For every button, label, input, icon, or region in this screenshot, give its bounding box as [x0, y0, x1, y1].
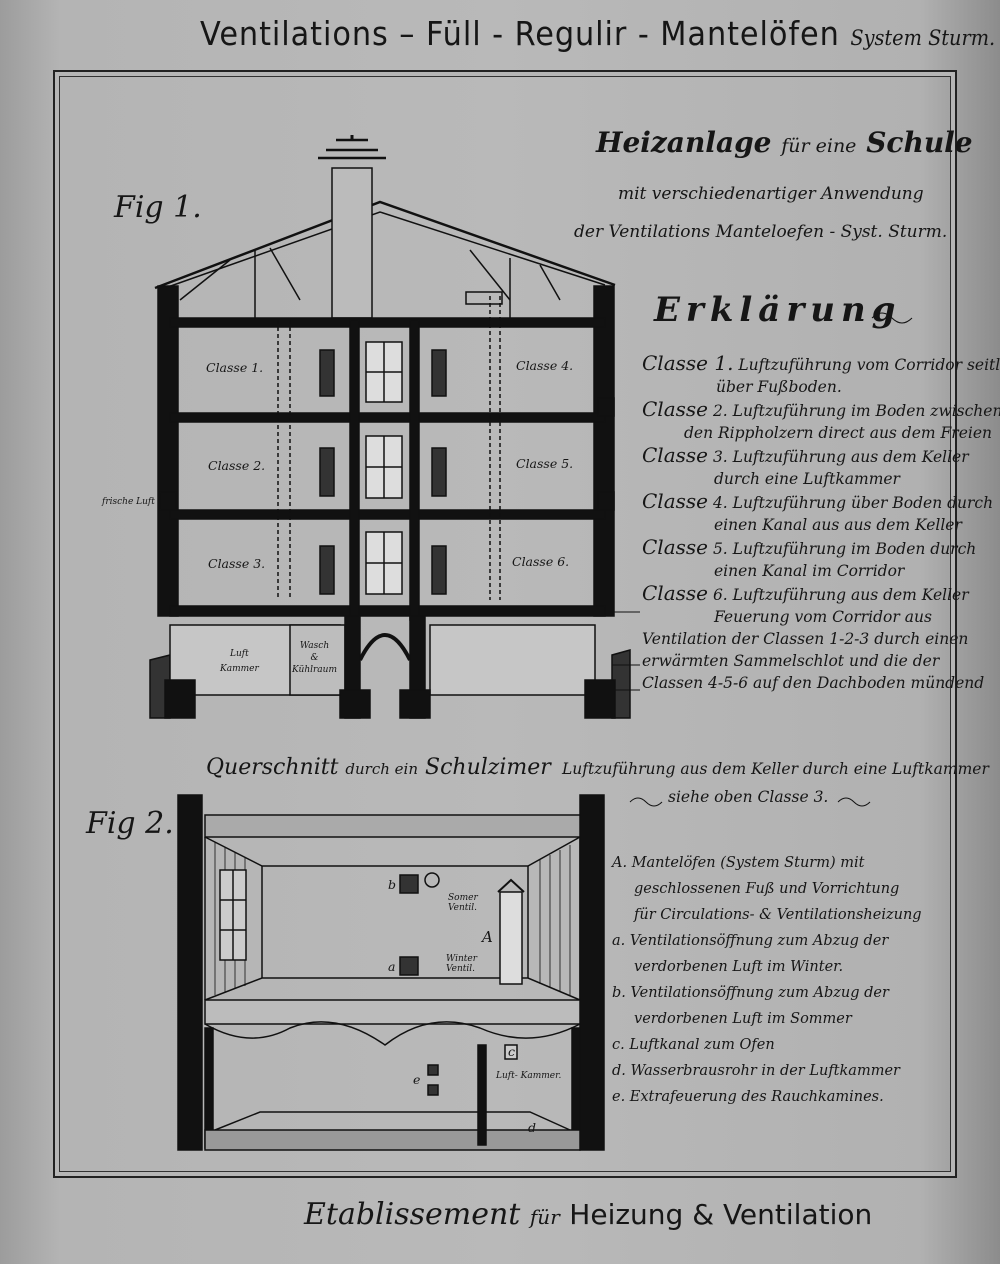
fig2-room-section: [177, 794, 605, 1151]
mark-A: A: [482, 928, 493, 946]
legend-line: geschlossenen Fuß und Vorrichtung: [634, 881, 900, 897]
section-title: Querschnitt durch ein Schulzimer: [206, 755, 551, 780]
mark-b: b: [388, 877, 397, 892]
room-label-classe-3: Classe 3.: [208, 556, 266, 571]
legend-line: e. Extrafeuerung des Rauchkamines.: [612, 1089, 884, 1105]
explanation-line: Classen 4-5-6 auf den Dachboden mündend: [642, 674, 985, 692]
legend-line: a. Ventilationsöffnung zum Abzug der: [612, 933, 889, 949]
plate-frame: [53, 70, 957, 1178]
explanation-line: Classe 6. Luftzuführung aus dem Keller: [642, 581, 969, 605]
fresh-air-label: frische Luft: [102, 497, 155, 507]
explanation-line: Ventilation der Classen 1-2-3 durch eine…: [642, 630, 969, 648]
heading-line-3: der Ventilations Manteloefen - Syst. Stu…: [574, 222, 948, 242]
footer-line: Etablissement für Heizung & Ventilation: [304, 1197, 873, 1232]
section-see-note: siehe oben Classe 3.: [668, 788, 829, 806]
fig2-legend: A. Mantelöfen (System Sturm) mit geschlo…: [612, 850, 922, 1110]
explanation-line: Classe 5. Luftzuführung im Boden durch: [642, 535, 977, 559]
legend-line: b. Ventilationsöffnung zum Abzug der: [612, 985, 889, 1001]
explanation-list: Classe 1. Luftzuführung vom Corridor sei…: [642, 352, 1000, 694]
legend-line: d. Wasserbrausrohr in der Luftkammer: [612, 1063, 900, 1079]
room-label-classe-1: Classe 1.: [206, 360, 264, 375]
legend-line: verdorbenen Luft im Sommer: [634, 1011, 852, 1027]
mark-a: a: [388, 959, 396, 974]
explanation-line: Classe 2. Luftzuführung im Boden zwische…: [642, 397, 1000, 421]
mark-d: d: [528, 1120, 537, 1135]
plate-subtitle: System Sturm.: [850, 26, 996, 50]
legend-line: A. Mantelöfen (System Sturm) mit: [612, 855, 865, 871]
explanation-line: Classe 1. Luftzuführung vom Corridor sei…: [642, 351, 1000, 375]
explanation-line: den Rippholzern direct aus dem Freien: [684, 424, 992, 442]
legend-line: für Circulations- & Ventilationsheizung: [634, 907, 922, 923]
explanation-line: erwärmten Sammelschlot und die der: [642, 652, 940, 670]
legend-line: c. Luftkanal zum Ofen: [612, 1037, 775, 1053]
explanation-line: einen Kanal im Corridor: [714, 562, 905, 580]
explanation-line: durch eine Luftkammer: [714, 470, 900, 488]
fig2-label: Fig 2.: [86, 806, 174, 841]
air-chamber-fig2-label: Luft- Kammer.: [496, 1071, 562, 1081]
explanation-line: Feuerung vom Corridor aus: [714, 608, 932, 626]
section-air-note: Luftzuführung aus dem Keller durch eine …: [562, 760, 989, 778]
room-label-classe-6: Classe 6.: [512, 554, 570, 569]
explanation-heading: Erklärung: [654, 290, 902, 330]
fig1-label: Fig 1.: [114, 190, 202, 225]
plate-title: Ventilations – Füll - Regulir - Mantelöf…: [200, 14, 996, 53]
room-label-classe-5: Classe 5.: [516, 456, 574, 471]
room-label-classe-2: Classe 2.: [208, 458, 266, 473]
mark-c: c: [508, 1044, 516, 1059]
explanation-line: Classe 3. Luftzuführung aus dem Keller: [642, 443, 969, 467]
room-label-classe-4: Classe 4.: [516, 358, 574, 373]
explanation-line: über Fußboden.: [716, 378, 842, 396]
explanation-line: einen Kanal aus aus dem Keller: [714, 516, 962, 534]
heading-line-2: mit verschiedenartiger Anwendung: [618, 184, 924, 204]
explanation-line: Classe 4. Luftzuführung über Boden durch: [642, 489, 994, 513]
mark-e: e: [413, 1072, 421, 1087]
wash-room-label: Wasch&Kühlraum: [292, 641, 337, 675]
legend-line: verdorbenen Luft im Winter.: [634, 959, 844, 975]
heading-main: Heizanlage für eine Schule: [596, 126, 973, 159]
